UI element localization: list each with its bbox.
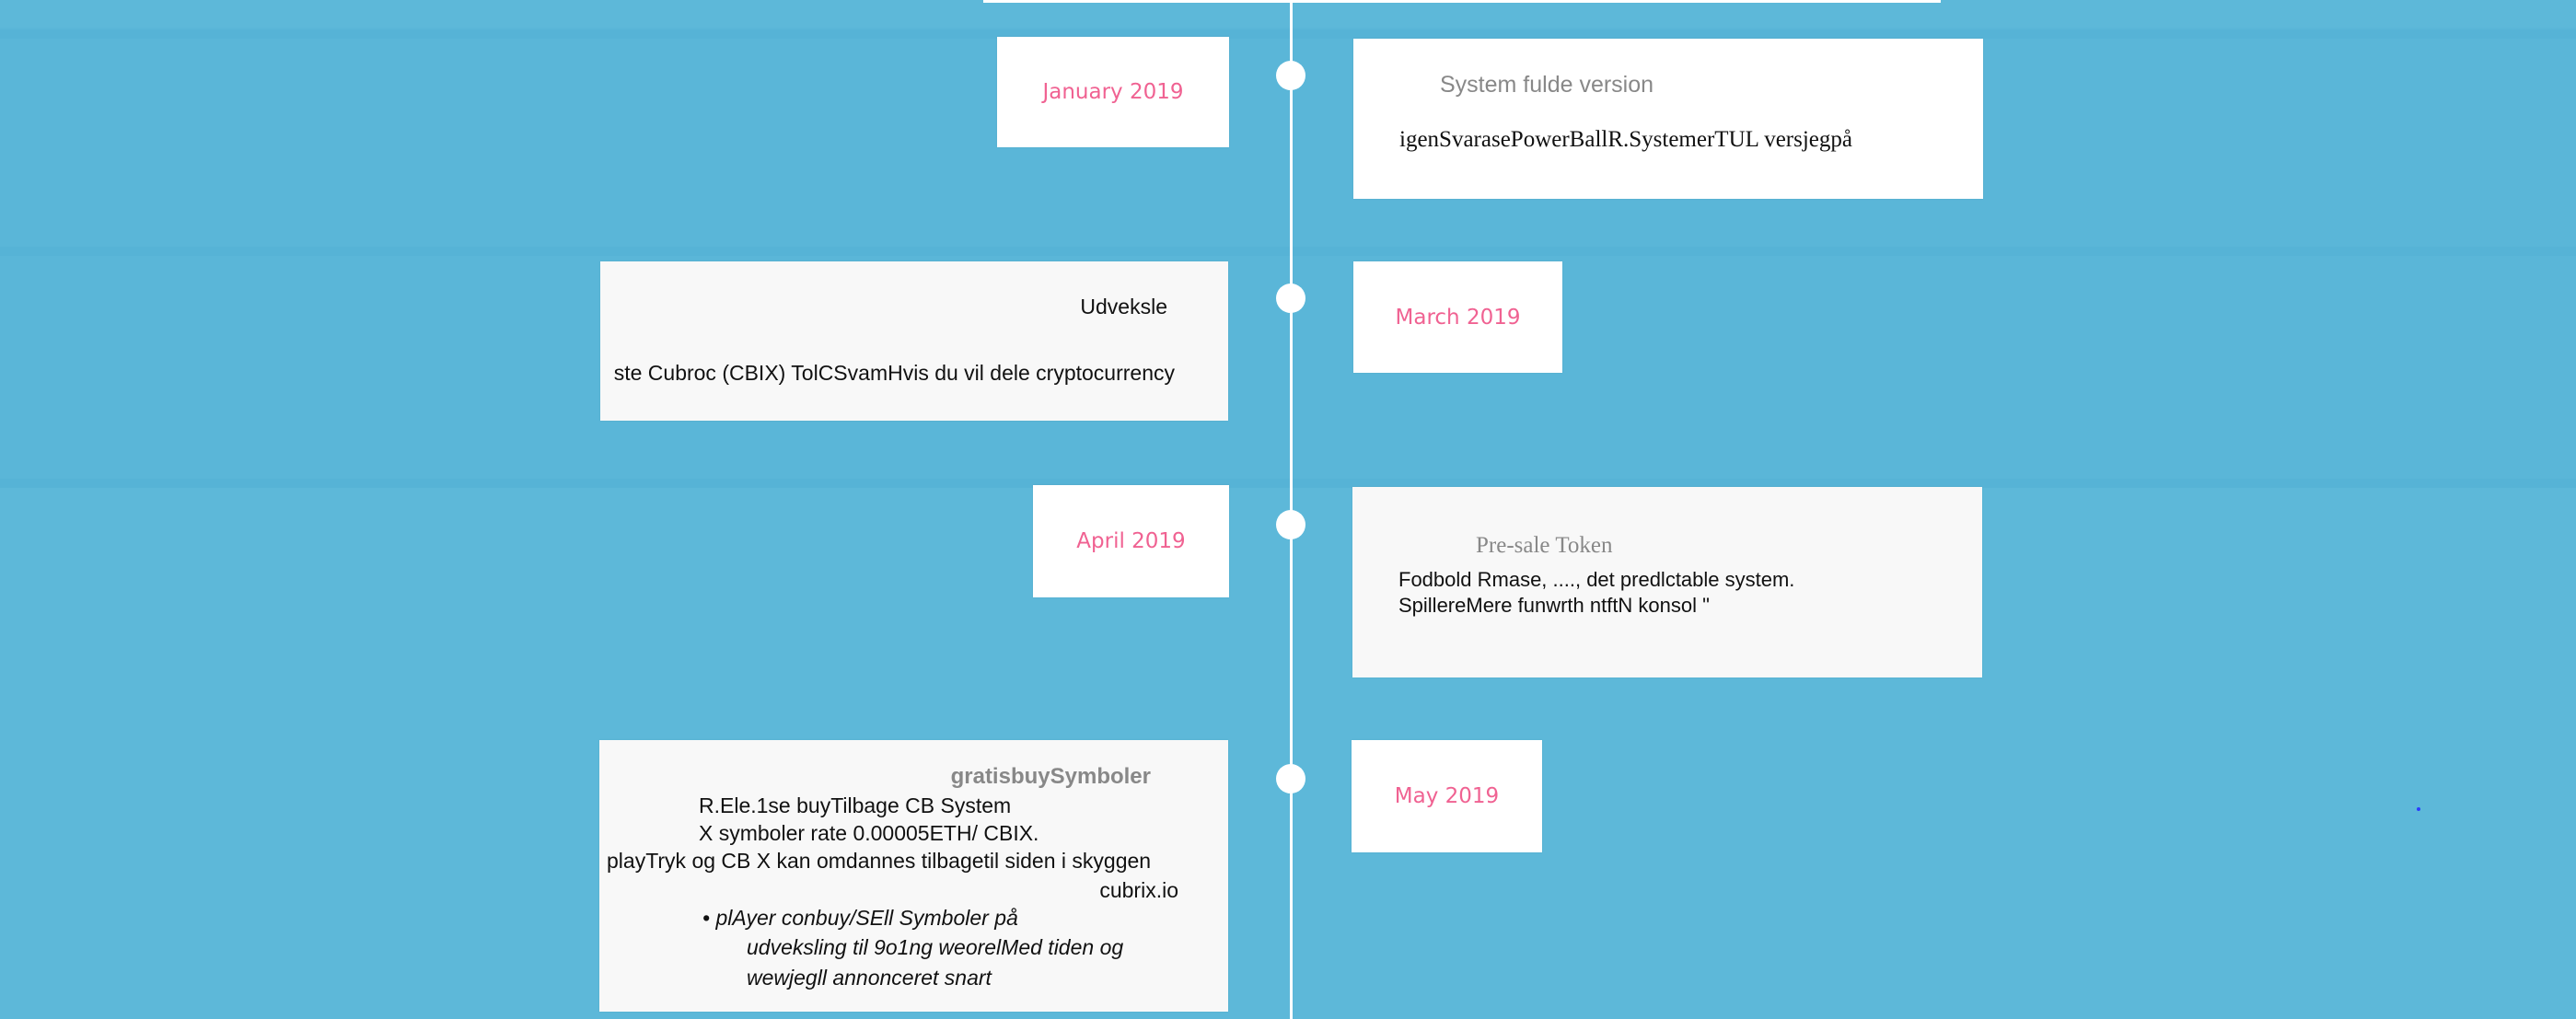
card-line: cubrix.io [1099, 878, 1178, 902]
background-stroke [0, 479, 2576, 488]
card-pre-sale-token: Pre-sale Token Fodbold Rmase, ...., det … [1352, 487, 1982, 677]
date-label: April 2019 [1076, 529, 1186, 553]
card-system-fulde-version: System fulde version igenSvarasePowerBal… [1353, 39, 1983, 199]
top-strip [983, 0, 1941, 3]
date-box-march: March 2019 [1353, 261, 1562, 373]
timeline-dot [1276, 61, 1305, 90]
date-box-january: January 2019 [997, 37, 1229, 147]
card-title: Udveksle [1080, 295, 1167, 318]
timeline-dot [1276, 284, 1305, 313]
date-box-may: May 2019 [1352, 740, 1542, 852]
card-body: ste Cubroc (CBIX) TolCSvamHvis du vil de… [613, 361, 1175, 385]
card-bullet-line: udveksling til 9o1ng weorelMed tiden og [747, 935, 1124, 959]
date-box-april: April 2019 [1033, 485, 1229, 597]
timeline-dot [1276, 764, 1305, 793]
stray-dot [2417, 807, 2420, 811]
card-bullet-line: • plAyer conbuy/SEll Symboler på [702, 906, 1018, 930]
background-stroke [0, 29, 2576, 39]
date-label: March 2019 [1395, 305, 1521, 330]
date-label: May 2019 [1394, 784, 1500, 808]
card-title: Pre-sale Token [1476, 533, 1613, 558]
timeline-dot [1276, 510, 1305, 539]
card-line: playTryk og CB X kan omdannes tilbagetil… [607, 849, 1152, 873]
card-line: R.Ele.1se buyTilbage CB System [699, 793, 1012, 817]
timeline-line [1290, 0, 1293, 1019]
card-title: System fulde version [1440, 72, 1654, 98]
card-line: X symboler rate 0.00005ETH/ CBIX. [699, 821, 1039, 845]
card-gratis-buy-symboler: gratisbuySymboler R.Ele.1se buyTilbage C… [599, 740, 1228, 1012]
card-line: SpillereMere funwrth ntftN konsol " [1398, 594, 1710, 617]
card-line: Fodbold Rmase, ...., det predlctable sys… [1398, 568, 1795, 591]
card-udveksle: Udveksle ste Cubroc (CBIX) TolCSvamHvis … [600, 261, 1228, 421]
background-stroke [0, 247, 2576, 256]
date-label: January 2019 [1042, 80, 1184, 104]
card-body: igenSvarasePowerBallR.SystemerTUL versje… [1399, 127, 1853, 152]
card-title: gratisbuySymboler [950, 764, 1151, 789]
card-bullet-line: wewjegll annonceret snart [747, 966, 992, 990]
